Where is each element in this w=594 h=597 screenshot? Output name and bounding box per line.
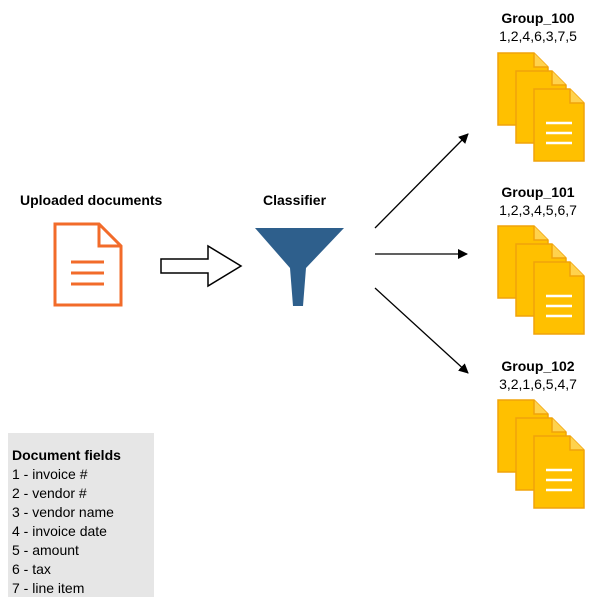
field-item: 2 - vendor # xyxy=(12,485,87,501)
document-icon xyxy=(53,222,123,307)
field-item: 1 - invoice # xyxy=(12,466,88,482)
field-item: 5 - amount xyxy=(12,542,79,558)
field-item: 3 - vendor name xyxy=(12,504,114,520)
document-stack-icon xyxy=(497,225,585,335)
document-fields-legend xyxy=(8,433,154,597)
field-item: 4 - invoice date xyxy=(12,523,107,539)
group-100-title: Group_100 xyxy=(501,10,575,26)
funnel-icon xyxy=(255,228,344,306)
arrow-to-group-102 xyxy=(374,287,469,374)
document-stack-icon xyxy=(497,399,585,509)
document-fields-title: Document fields xyxy=(12,447,121,463)
uploaded-documents-label: Uploaded documents xyxy=(20,192,163,208)
group-102-title: Group_102 xyxy=(501,358,575,374)
group-100-order: 1,2,4,6,3,7,5 xyxy=(499,28,577,44)
group-102-order: 3,2,1,6,5,4,7 xyxy=(499,376,577,392)
arrow-to-group-100 xyxy=(374,133,469,229)
field-item: 7 - line item xyxy=(12,580,85,596)
classifier-label: Classifier xyxy=(263,192,327,208)
field-item: 6 - tax xyxy=(12,561,51,577)
document-stack-icon xyxy=(497,52,585,162)
group-101-title: Group_101 xyxy=(501,184,575,200)
group-101-order: 1,2,3,4,5,6,7 xyxy=(499,202,577,218)
hollow-arrow-icon xyxy=(160,244,243,288)
